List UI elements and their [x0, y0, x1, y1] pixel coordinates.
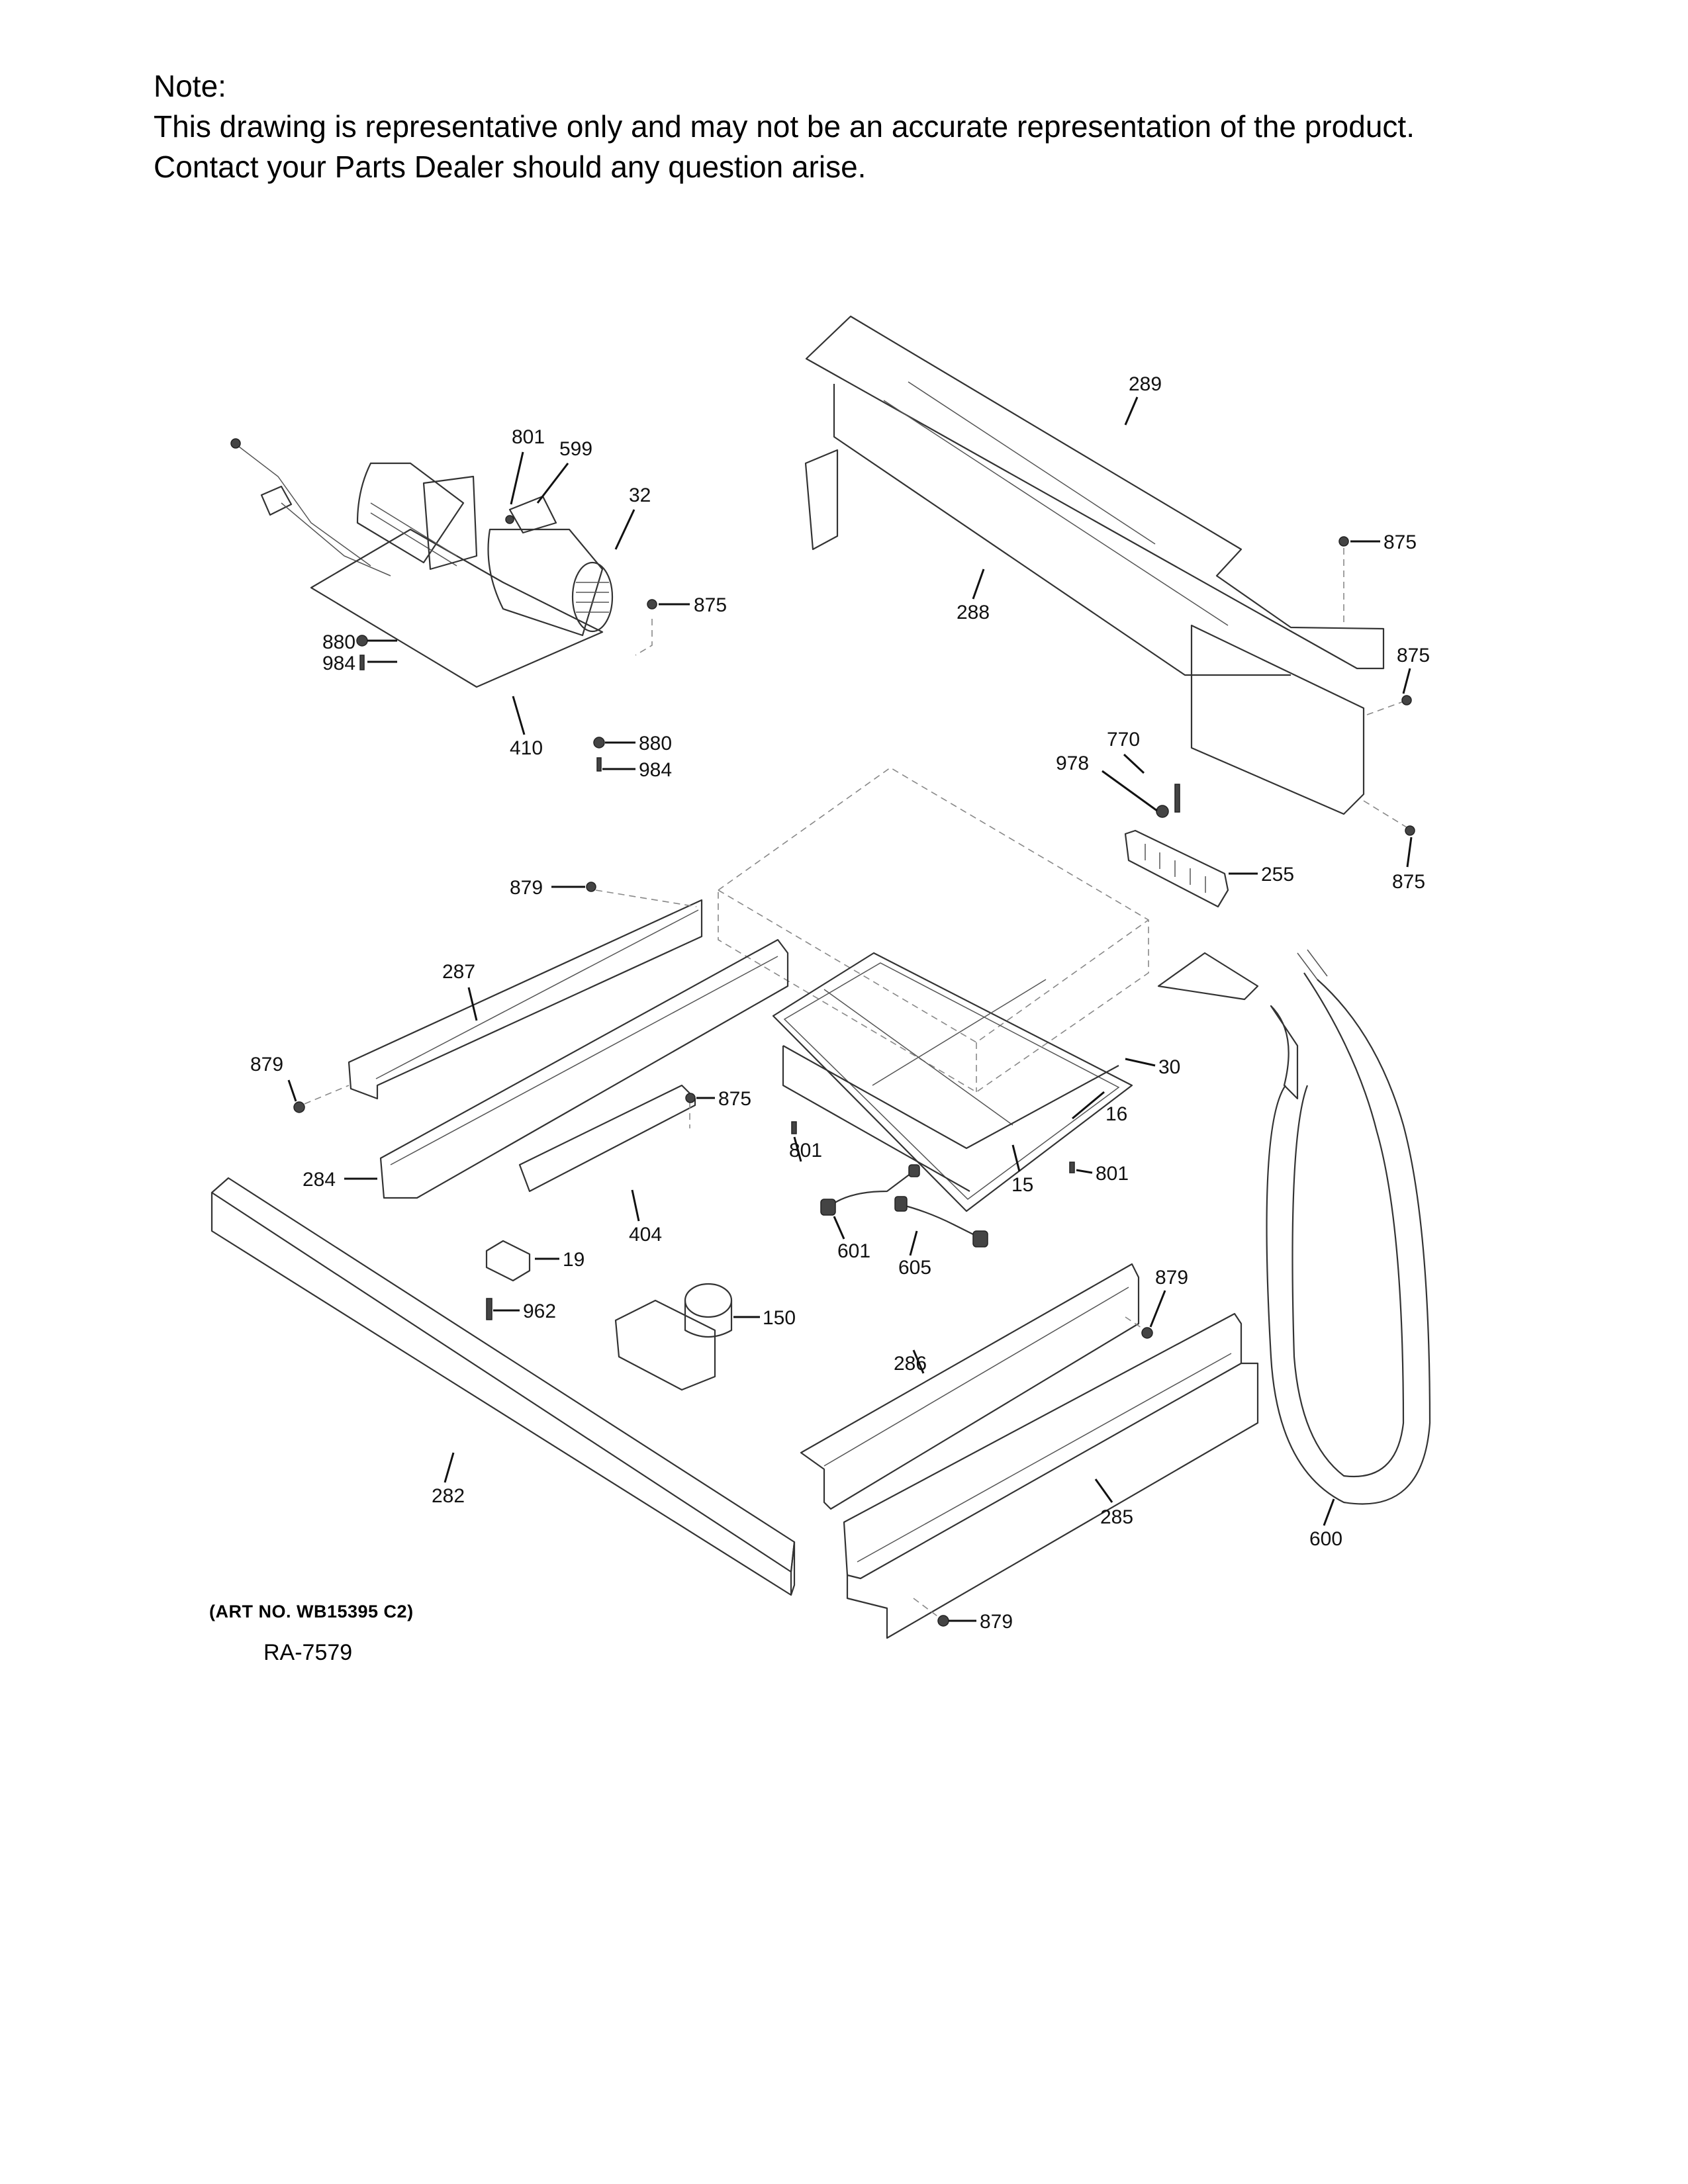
- rail-285-lower: [846, 1362, 1259, 1639]
- callout-880: 880: [322, 631, 355, 653]
- component-962: [486, 1298, 492, 1320]
- terminal-block-255: [1124, 829, 1229, 908]
- callout-879: 879: [980, 1611, 1013, 1633]
- callout-879: 879: [250, 1054, 283, 1075]
- front-trim-282: [211, 1177, 796, 1596]
- terminal-block-assembly: [1124, 784, 1229, 908]
- note-line-1: This drawing is representative only and …: [154, 109, 1415, 144]
- control-panel-16: [782, 1045, 1119, 1150]
- callout-978: 978: [1056, 752, 1089, 774]
- top-panel-assembly: [804, 315, 1415, 836]
- callout-875: 875: [1392, 871, 1425, 893]
- callout-600: 600: [1309, 1528, 1342, 1550]
- note-heading: Note:: [154, 69, 226, 103]
- callout-289: 289: [1129, 373, 1162, 395]
- oven-cavity-outline: [718, 767, 1149, 1093]
- callout-601: 601: [837, 1240, 870, 1262]
- callout-879: 879: [1155, 1267, 1188, 1289]
- rail-286: [800, 1263, 1140, 1510]
- callout-labels: 801 599 32 875 880 984 410 880 984 289 2…: [250, 373, 1430, 1633]
- control-board-15: [782, 1046, 970, 1192]
- callout-288: 288: [957, 602, 990, 623]
- callout-801: 801: [512, 426, 545, 448]
- small-components: [485, 1240, 733, 1391]
- callout-599: 599: [559, 438, 592, 460]
- art-number: (ART NO. WB15395 C2): [209, 1602, 414, 1621]
- callout-410: 410: [510, 737, 543, 759]
- callout-984: 984: [639, 759, 672, 781]
- side-bracket-left: [804, 449, 839, 551]
- timer-motor-150: [614, 1299, 716, 1391]
- diagram-id: RA-7579: [263, 1640, 353, 1665]
- note-line-2: Contact your Parts Dealer should any que…: [154, 150, 867, 184]
- callout-282: 282: [432, 1485, 465, 1507]
- callout-879: 879: [510, 877, 543, 899]
- wire-connector: [260, 485, 293, 516]
- callout-150: 150: [763, 1307, 796, 1329]
- callout-875: 875: [1383, 531, 1417, 553]
- wire-harnesses: [820, 1164, 988, 1248]
- blower-wheel-housing-32: [487, 528, 604, 637]
- nut-978: [1156, 805, 1169, 818]
- component-19: [485, 1240, 531, 1282]
- drain-hose-assembly: [1157, 949, 1431, 1505]
- disclaimer-note: Note: This drawing is representative onl…: [154, 66, 1415, 187]
- callout-255: 255: [1261, 864, 1294, 886]
- leader-lines: [287, 396, 1413, 1622]
- bracket-404: [518, 1084, 696, 1193]
- control-frame-30: [772, 952, 1133, 1212]
- callout-770: 770: [1107, 729, 1140, 751]
- callout-875: 875: [718, 1088, 751, 1110]
- callout-32: 32: [629, 484, 651, 506]
- top-panel-289: [805, 315, 1385, 670]
- rear-panel-288: [833, 384, 1291, 676]
- hose-elbow: [1270, 1005, 1299, 1100]
- callout-880: 880: [639, 733, 672, 754]
- blower-wheel: [571, 561, 614, 633]
- callout-30: 30: [1158, 1056, 1180, 1078]
- left-rail-assembly: [293, 882, 789, 1199]
- callout-875: 875: [694, 594, 727, 616]
- callout-984: 984: [322, 653, 355, 674]
- bracket-599: [508, 495, 557, 534]
- callout-287: 287: [442, 961, 475, 983]
- motor-base-plate-410: [310, 528, 604, 688]
- callout-605: 605: [898, 1257, 931, 1279]
- control-board-assembly: [772, 952, 1133, 1212]
- callout-19: 19: [563, 1249, 585, 1271]
- right-rail-assembly: [800, 1263, 1259, 1639]
- side-bracket-right: [1190, 624, 1365, 815]
- hose-bracket: [1157, 952, 1259, 1001]
- rail-284: [379, 938, 789, 1199]
- callout-15: 15: [1011, 1174, 1033, 1196]
- motor-housing: [356, 462, 465, 564]
- motor-mount-bracket: [422, 475, 478, 570]
- drain-hose-600: [1266, 979, 1431, 1505]
- front-trim-strip: [211, 1177, 796, 1573]
- rail-287: [348, 899, 703, 1100]
- callout-962: 962: [523, 1300, 556, 1322]
- callout-285: 285: [1100, 1506, 1133, 1528]
- callout-286: 286: [894, 1353, 927, 1375]
- callout-404: 404: [629, 1224, 662, 1246]
- motor-wire-lead: [232, 441, 371, 567]
- callout-801: 801: [1096, 1163, 1129, 1185]
- callout-284: 284: [303, 1169, 336, 1191]
- callout-875: 875: [1397, 645, 1430, 666]
- screw-770: [1174, 784, 1180, 813]
- callout-801: 801: [789, 1140, 822, 1161]
- callout-16: 16: [1105, 1103, 1127, 1125]
- blower-motor-assembly: [230, 438, 657, 772]
